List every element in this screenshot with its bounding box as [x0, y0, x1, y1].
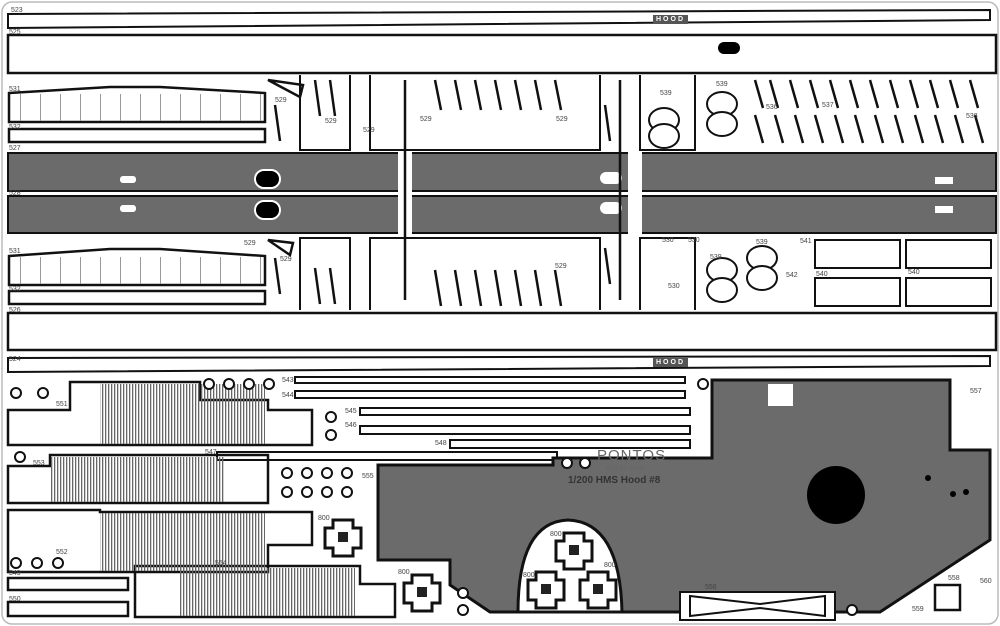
label-548: 548 [435, 440, 447, 447]
label-560: 560 [980, 578, 992, 585]
part-528 [7, 195, 997, 234]
part-556 [679, 591, 836, 621]
label-529: 529 [555, 263, 567, 270]
part-525 [6, 33, 998, 75]
label-549: 549 [9, 570, 21, 577]
label-538: 538 [966, 113, 978, 120]
part-544 [294, 390, 686, 399]
label-559: 559 [912, 606, 924, 613]
label-545: 545 [345, 408, 357, 415]
label-525: 525 [9, 29, 21, 36]
part-523 [7, 8, 991, 30]
nameplate-lower: HOOD [653, 358, 688, 367]
label-800: 800 [318, 515, 330, 522]
part-524 [7, 354, 991, 374]
nameplate-upper: HOOD [653, 15, 688, 24]
label-528: 528 [9, 190, 21, 197]
label-529: 529 [325, 118, 337, 125]
label-531: 531 [9, 86, 21, 93]
label-529: 529 [280, 256, 292, 263]
part-550 [6, 600, 130, 618]
label-529: 529 [275, 97, 287, 104]
label-529: 529 [420, 116, 432, 123]
part-540 [814, 239, 901, 269]
label-546: 546 [345, 422, 357, 429]
label-539: 539 [710, 254, 722, 261]
part-532-upper [7, 127, 267, 144]
label-552: 552 [56, 549, 68, 556]
label-800: 800 [550, 531, 562, 538]
part-551 [6, 380, 314, 447]
part-526 [6, 311, 998, 352]
label-556: 556 [705, 584, 717, 591]
part-527 [7, 152, 997, 192]
part-531-lower [7, 247, 267, 287]
part-531-upper [7, 85, 267, 124]
part-546 [359, 425, 691, 435]
label-524: 524 [9, 356, 21, 363]
label-532: 532 [9, 286, 21, 293]
label-800: 800 [398, 569, 410, 576]
brand-logo: PONTOS [597, 447, 667, 464]
label-541: 541 [800, 238, 812, 245]
label-526: 526 [9, 307, 21, 314]
label-539: 539 [756, 239, 768, 246]
label-531: 531 [9, 248, 21, 255]
label-551: 551 [56, 401, 68, 408]
label-540: 540 [816, 271, 828, 278]
part-543 [294, 376, 686, 384]
label-557: 557 [970, 388, 982, 395]
label-530: 530 [668, 283, 680, 290]
label-532: 532 [9, 124, 21, 131]
label-523: 523 [11, 7, 23, 14]
label-544: 544 [282, 392, 294, 399]
label-537: 537 [822, 102, 834, 109]
part-549 [6, 576, 130, 592]
label-527: 527 [9, 145, 21, 152]
label-800: 800 [523, 572, 535, 579]
label-530: 530 [662, 237, 674, 244]
part-552 [6, 508, 314, 574]
fret-title: 1/200 HMS Hood #8 [568, 475, 661, 486]
label-529: 529 [244, 240, 256, 247]
label-529: 529 [556, 116, 568, 123]
part-547 [216, 451, 558, 461]
label-540: 540 [908, 269, 920, 276]
brand-subtitle: MODEL.COM [606, 466, 644, 472]
label-539: 539 [660, 90, 672, 97]
label-555: 555 [362, 473, 374, 480]
label-553: 553 [33, 460, 45, 467]
label-536: 536 [766, 104, 778, 111]
label-539: 539 [716, 81, 728, 88]
label-558: 558 [948, 575, 960, 582]
label-529: 529 [363, 127, 375, 134]
label-554: 554 [215, 560, 227, 567]
part-532-lower [7, 289, 267, 306]
label-547: 547 [205, 449, 217, 456]
part-545 [359, 407, 691, 416]
label-550: 550 [9, 596, 21, 603]
label-800: 800 [604, 562, 616, 569]
label-543: 543 [282, 377, 294, 384]
label-530: 530 [688, 237, 700, 244]
label-542: 542 [786, 272, 798, 279]
part-548 [449, 439, 691, 449]
